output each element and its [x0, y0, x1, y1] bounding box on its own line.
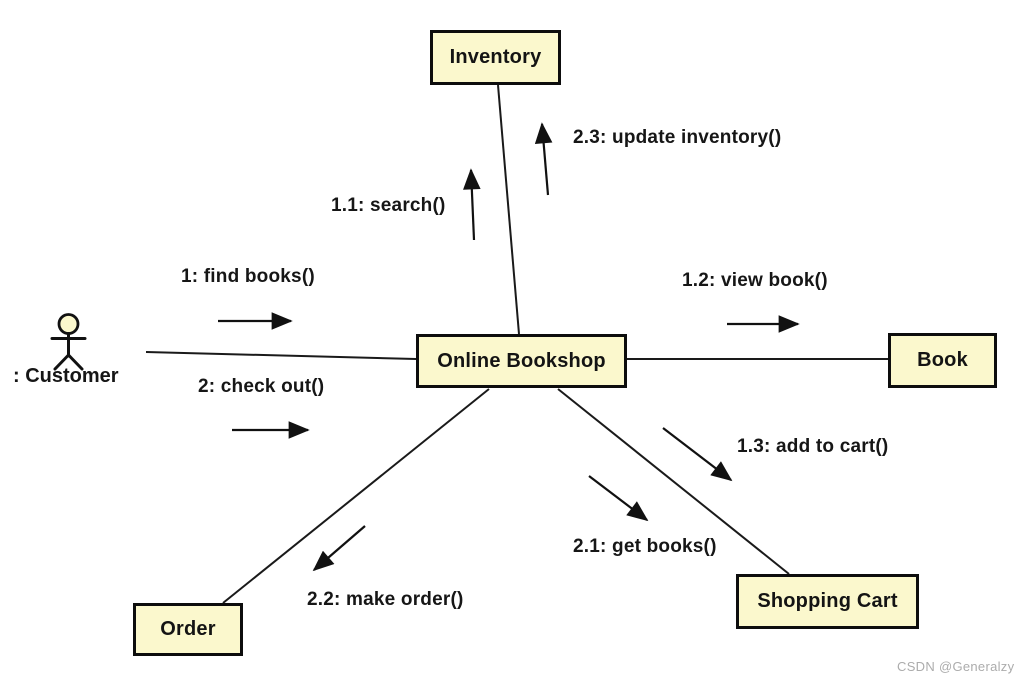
arrow-search: [463, 168, 481, 241]
node-shopping-cart: Shopping Cart: [736, 574, 919, 629]
message-add-to-cart: 1.3: add to cart(): [737, 436, 889, 457]
node-book-label: Book: [917, 349, 968, 371]
message-find-books: 1: find books(): [181, 266, 315, 287]
arrow-add-to-cart: [662, 427, 733, 482]
node-book: Book: [888, 333, 997, 388]
node-order: Order: [133, 603, 243, 656]
node-inventory: Inventory: [430, 30, 561, 85]
link-bookshop-shopping-cart: [557, 388, 790, 575]
link-bookshop-inventory: [497, 84, 520, 335]
customer-actor-icon: [50, 313, 87, 371]
csdn-watermark: CSDN @Generalzy: [897, 659, 1015, 674]
node-online-bookshop-label: Online Bookshop: [437, 349, 606, 372]
link-customer-bookshop: [145, 351, 417, 360]
message-search: 1.1: search(): [331, 195, 446, 216]
node-online-bookshop: Online Bookshop: [416, 334, 627, 388]
message-get-books: 2.1: get books(): [573, 536, 717, 557]
message-make-order: 2.2: make order(): [307, 589, 464, 610]
arrow-get-books: [588, 475, 649, 522]
customer-actor-label: : Customer: [13, 365, 119, 387]
arrow-make-order: [312, 525, 366, 572]
node-shopping-cart-label: Shopping Cart: [757, 590, 898, 612]
message-update-inventory: 2.3: update inventory(): [573, 127, 782, 148]
link-bookshop-order: [222, 388, 490, 604]
message-check-out: 2: check out(): [198, 376, 325, 397]
message-view-book: 1.2: view book(): [682, 270, 828, 291]
node-inventory-label: Inventory: [449, 46, 542, 68]
node-order-label: Order: [160, 618, 216, 640]
arrow-update-inventory: [534, 122, 553, 196]
